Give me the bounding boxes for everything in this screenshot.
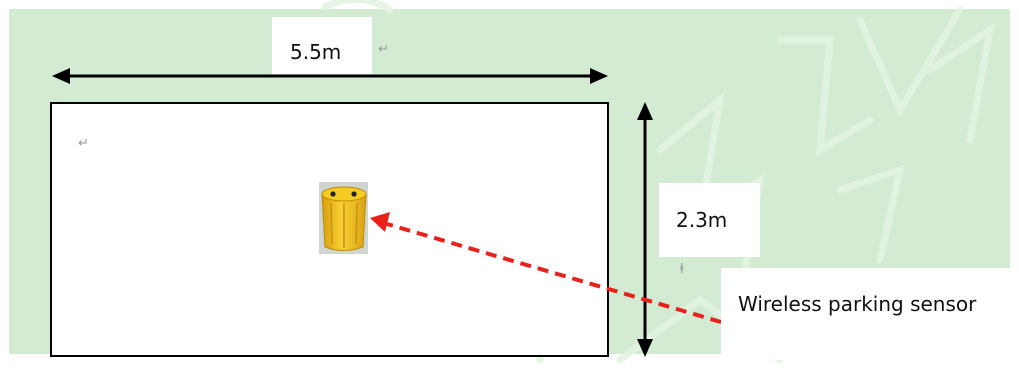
- height-arrow: [637, 102, 653, 357]
- height-label-box: 2.3m: [659, 183, 760, 257]
- paragraph-mark-icon: ↵: [78, 136, 89, 151]
- paragraph-mark-icon: ↵: [378, 42, 389, 57]
- width-arrow: [52, 68, 608, 84]
- height-label: 2.3m: [676, 208, 728, 232]
- pointer-arrow: [370, 212, 722, 324]
- sensor-label-box: Wireless parking sensor: [721, 268, 1019, 360]
- width-label-box: 5.5m: [272, 17, 372, 74]
- sensor-label: Wireless parking sensor: [738, 292, 977, 316]
- anchor-mark-icon: ⱡ: [680, 262, 684, 277]
- width-label: 5.5m: [290, 40, 342, 64]
- yellow-parking-sensor-icon: [319, 182, 368, 254]
